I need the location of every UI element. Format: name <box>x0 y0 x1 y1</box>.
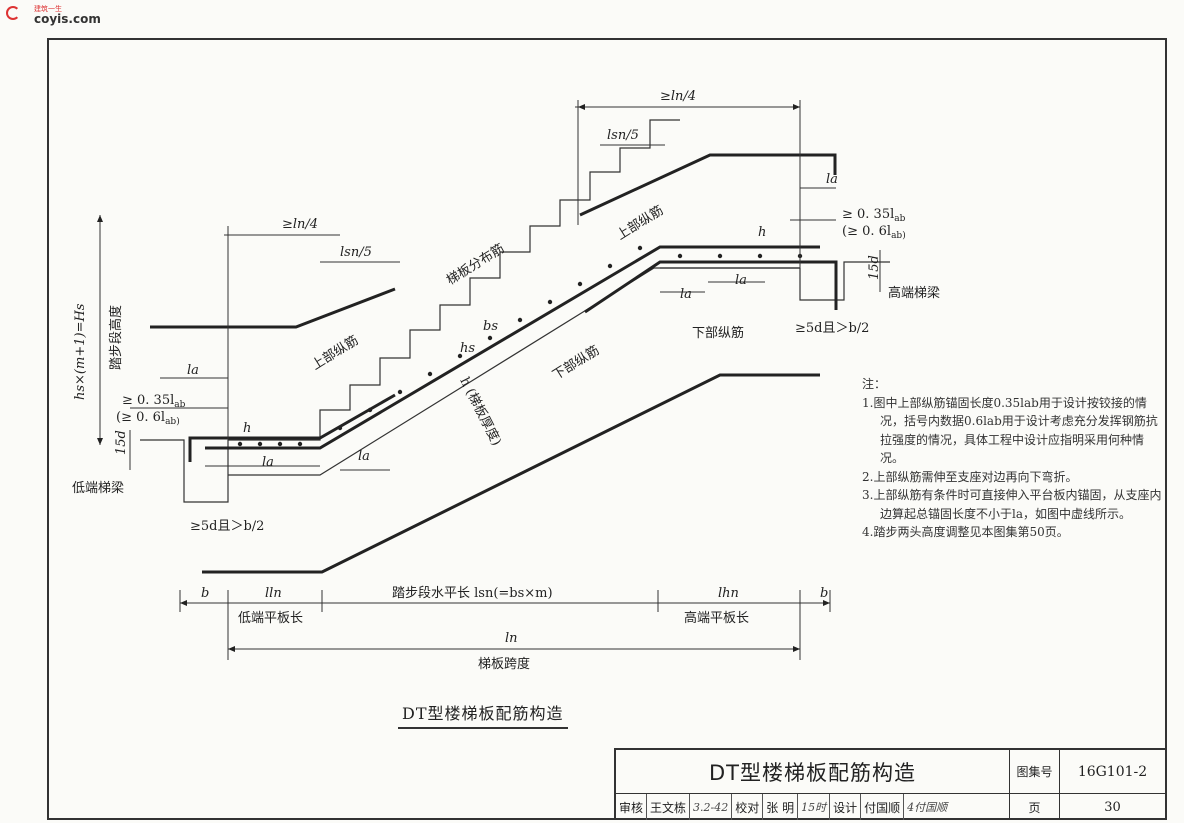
review-name: 王文栋 <box>647 794 691 820</box>
bs-label: bs <box>483 319 498 334</box>
anchor-06-label-low: (≥ 0. 6lab) <box>116 410 180 427</box>
page-number: 30 <box>1104 799 1121 815</box>
la-label-high-inner: la <box>735 273 747 288</box>
high-beam-outline <box>799 261 890 301</box>
h-label-low: h <box>243 421 251 436</box>
dim-lln: lln <box>265 586 282 601</box>
dim-lsn: 踏步段水平长 lsn(=bs×m) <box>392 586 553 601</box>
lsn5-label-high: lsn/5 <box>607 128 639 143</box>
ln4-label-low: ≥ln/4 <box>282 217 318 232</box>
notes-heading: 注： <box>862 377 887 391</box>
watermark: 建筑一生 coyis.com <box>4 2 124 26</box>
upper-bar-dashed-low <box>150 287 396 329</box>
dim-lhn: lhn <box>718 586 739 601</box>
design-name: 付国顺 <box>861 794 905 820</box>
support-rule-high: ≥5d且＞b/2 <box>795 321 869 336</box>
atlas-number: 16G101-2 <box>1060 750 1165 794</box>
dim-ln: ln <box>505 631 518 646</box>
note-item: 4.踏步两头高度调整见本图集第50页。 <box>862 525 1069 539</box>
review-label: 审核 <box>616 794 648 820</box>
la-label-low: la <box>187 363 199 378</box>
upper-bar-low <box>188 393 396 462</box>
design-label: 设计 <box>830 794 862 820</box>
d15-label-low: 15d <box>114 430 129 455</box>
low-platform-label: 低端平板长 <box>238 611 303 626</box>
height-formula-label: hs×(m+1)=Hs <box>73 303 88 400</box>
lower-bar-label-high: 下部纵筋 <box>692 325 744 341</box>
design-signature: 4付国顺 <box>907 801 948 814</box>
dim-b-low: b <box>201 586 209 601</box>
note-item: 1.图中上部纵筋锚固长度0.35lab用于设计按铰接的情况，括号内数据0.6la… <box>862 395 1158 466</box>
page-label: 页 <box>1010 794 1060 820</box>
anchor-035-label-low: ≥ 0. 35lab <box>122 393 186 410</box>
height-label: 踏步段高度 <box>108 305 124 370</box>
check-label: 校对 <box>732 794 764 820</box>
check-signature: 15时 <box>798 794 831 820</box>
support-rule-low: ≥5d且＞b/2 <box>190 519 264 534</box>
check-name: 张 明 <box>763 794 799 820</box>
note-item: 3.上部纵筋有条件时可直接伸入平台板内锚固，从支座内边算起总锚固长度不小于la，… <box>862 488 1162 521</box>
dist-bar-label: 梯板分布筋 <box>444 240 508 288</box>
upper-bar-high <box>584 260 838 314</box>
title-block: DT型楼梯板配筋构造 图集号 16G101-2 审核 王文栋 3.2-42 校对… <box>614 748 1165 820</box>
la-label-low-inner: la <box>262 455 274 470</box>
low-beam-label: 低端梯梁 <box>72 481 124 496</box>
review-signature: 3.2-42 <box>690 794 733 820</box>
d15-label-high: 15d <box>867 255 882 280</box>
la-label-low-inner2: la <box>358 449 370 464</box>
signature-row: 审核 王文栋 3.2-42 校对 张 明 15时 设计 付国顺 4付国顺 <box>616 794 1010 820</box>
slab-bottom-bar <box>202 373 820 574</box>
notes-block: 注： 1.图中上部纵筋锚固长度0.35lab用于设计按铰接的情况，括号内数据0.… <box>862 375 1162 542</box>
lower-bar <box>205 245 820 450</box>
atlas-label: 图集号 <box>1010 750 1060 794</box>
watermark-site: coyis.com <box>34 12 101 26</box>
figure-caption: DT型楼梯板配筋构造 <box>398 700 568 729</box>
slab-bottom <box>228 267 800 476</box>
lsn5-label-low: lsn/5 <box>340 245 372 260</box>
drawing-frame <box>47 38 1167 820</box>
low-beam-outline <box>140 439 229 503</box>
anchor-035-label-high: ≥ 0. 35lab <box>842 207 906 224</box>
high-platform-label: 高端平板长 <box>684 610 749 626</box>
sheet-title: DT型楼梯板配筋构造 <box>616 750 1010 794</box>
la-label-high-inner2: la <box>680 287 692 302</box>
h-label-high: h <box>758 225 766 240</box>
stair-steps <box>228 119 680 441</box>
note-item: 2.上部纵筋需伸至支座对边再向下弯折。 <box>862 469 1078 484</box>
span-label: 梯板跨度 <box>478 656 530 672</box>
upper-bar-dashed-high <box>579 153 837 217</box>
hs-label: hs <box>460 341 475 356</box>
watermark-small: 建筑一生 <box>34 5 62 13</box>
brand-logo-icon <box>6 6 20 20</box>
upper-bar-label-high: 上部纵筋 <box>614 202 667 243</box>
la-label-high: la <box>826 172 838 187</box>
slab-thickness-label: h (梯板厚度) <box>456 375 504 449</box>
high-beam-label: 高端梯梁 <box>888 285 940 301</box>
lower-bar-label-low: 下部纵筋 <box>550 342 603 383</box>
ln4-label-high: ≥ln/4 <box>660 89 696 104</box>
anchor-06-label-high: (≥ 0. 6lab) <box>842 224 906 241</box>
upper-bar-label-low: 上部纵筋 <box>309 332 362 373</box>
dim-b-high: b <box>820 586 828 601</box>
